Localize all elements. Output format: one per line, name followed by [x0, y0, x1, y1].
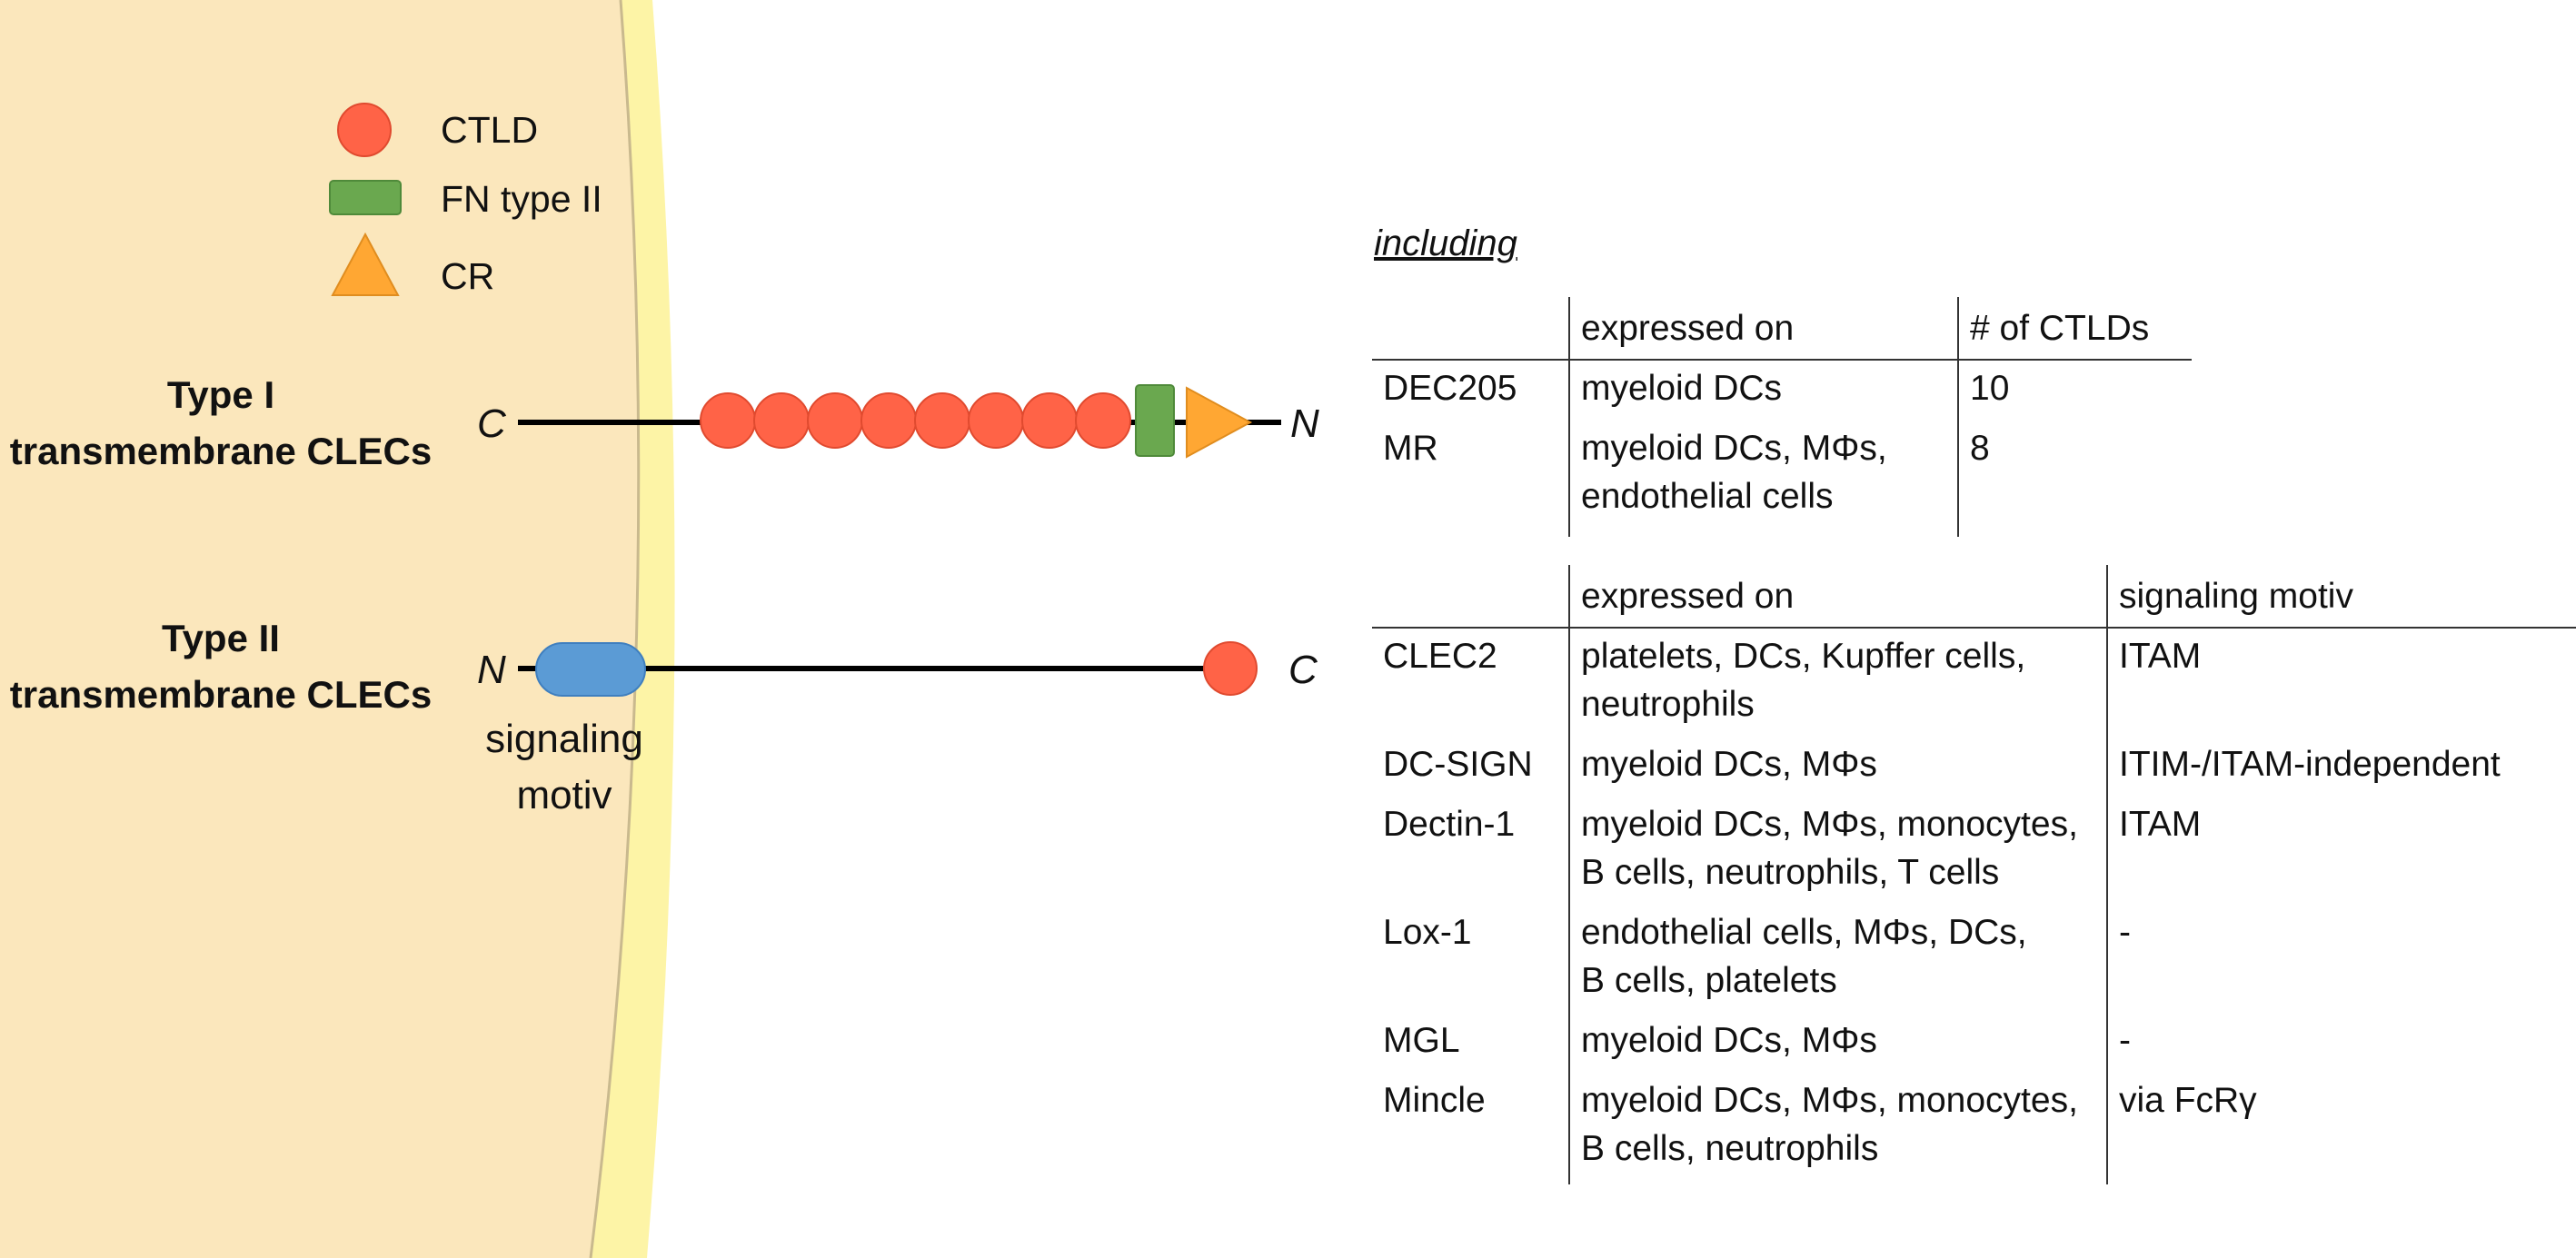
signaling-motiv-line2: motiv: [516, 773, 612, 817]
type2-title-line1: Type II: [162, 617, 280, 659]
type2-right-terminus: C: [1288, 648, 1318, 692]
signaling-motiv-label: signaling motiv: [455, 711, 673, 824]
table1-row-expressed: endothelial cells: [1581, 477, 1834, 516]
table2-row-expressed: B cells, neutrophils, T cells: [1581, 853, 2000, 892]
ctld-domain: [807, 392, 863, 449]
legend-label-fn: FN type II: [441, 178, 602, 220]
type2-left-terminus: N: [477, 648, 506, 692]
table2-row-name: Lox-1: [1383, 913, 1472, 952]
type2-ctld-domain: [1203, 641, 1258, 696]
table2-row-expressed: endothelial cells, MΦs, DCs,: [1581, 913, 2027, 952]
ctld-domain: [968, 392, 1024, 449]
table1-header-expressed: expressed on: [1581, 309, 1795, 348]
type1-cr-domain: [1186, 386, 1253, 459]
type1-title-line1: Type I: [166, 373, 275, 416]
type1-right-terminus: N: [1290, 401, 1319, 446]
table2-row-expressed: platelets, DCs, Kupffer cells,: [1581, 637, 2026, 676]
table1-row-value: 10: [1970, 369, 2010, 408]
legend-label-ctld: CTLD: [441, 109, 539, 151]
table2-row-expressed: myeloid DCs, MΦs, monocytes,: [1581, 1081, 2078, 1120]
table2-row-expressed: B cells, platelets: [1581, 961, 1837, 1000]
table2-col-rule-2: [2106, 565, 2108, 1184]
type2-title: Type II transmembrane CLECs: [0, 610, 457, 723]
ctld-domain: [860, 392, 917, 449]
table1-header-value: # of CTLDs: [1970, 309, 2150, 348]
including-heading: including: [1374, 223, 1517, 263]
cell-body: [0, 0, 639, 1258]
ctld-domain: [753, 392, 810, 449]
table2-row-name: MGL: [1383, 1021, 1460, 1060]
table2-row-name: Mincle: [1383, 1081, 1486, 1120]
table2-row-expressed: neutrophils: [1581, 685, 1755, 724]
table1-row-name: DEC205: [1383, 369, 1517, 408]
table1-row-value: 8: [1970, 429, 1990, 468]
table2-row-expressed: myeloid DCs, MΦs: [1581, 745, 1877, 784]
type2-signaling-domain: [535, 642, 646, 697]
type2-title-line2: transmembrane CLECs: [9, 673, 433, 716]
table2-row-name: CLEC2: [1383, 637, 1497, 676]
legend-label-cr: CR: [441, 255, 495, 297]
table2-row-value: -: [2119, 913, 2131, 952]
table2-header-expressed: expressed on: [1581, 577, 1795, 616]
type1-left-terminus: C: [477, 401, 506, 446]
type1-title: Type I transmembrane CLECs: [0, 367, 457, 480]
table2-row-expressed: myeloid DCs, MΦs, monocytes,: [1581, 805, 2078, 844]
table1-row-expressed: myeloid DCs: [1581, 369, 1783, 408]
ctld-domain: [700, 392, 756, 449]
ctld-domain: [1075, 392, 1131, 449]
table2-row-value: -: [2119, 1021, 2131, 1060]
ctld-domain: [914, 392, 970, 449]
table1-col-rule-1: [1568, 297, 1570, 537]
legend-ctld-circle: [337, 103, 392, 157]
table1-col-rule-2: [1957, 297, 1959, 537]
ctld-domain: [1021, 392, 1078, 449]
type1-ctld-chain: [700, 392, 1131, 449]
table2-row-value: ITAM: [2119, 637, 2202, 676]
table1-row-expressed: myeloid DCs, MΦs,: [1581, 429, 1887, 468]
table2-row-name: Dectin-1: [1383, 805, 1516, 844]
table2-row-name: DC-SIGN: [1383, 745, 1533, 784]
table2-row-value: ITIM-/ITAM-independent: [2119, 745, 2501, 784]
table2-col-rule-1: [1568, 565, 1570, 1184]
table2-row-value: via FcRγ: [2119, 1081, 2257, 1120]
table2-row-value: ITAM: [2119, 805, 2202, 844]
table2-header-value: signaling motiv: [2119, 577, 2353, 616]
table2-header-rule: [1372, 627, 2576, 629]
legend-fn-rect: [329, 180, 402, 215]
type1-fn-domain: [1135, 384, 1175, 457]
membrane-outline-inner: [589, 0, 641, 1258]
table1-row-name: MR: [1383, 429, 1438, 468]
table2-row-expressed: B cells, neutrophils: [1581, 1129, 1879, 1168]
signaling-motiv-line1: signaling: [485, 717, 643, 761]
table1-header-rule: [1372, 359, 2192, 361]
table2-row-expressed: myeloid DCs, MΦs: [1581, 1021, 1877, 1060]
legend-cr-triangle: [331, 232, 400, 296]
type1-title-line2: transmembrane CLECs: [9, 430, 433, 472]
